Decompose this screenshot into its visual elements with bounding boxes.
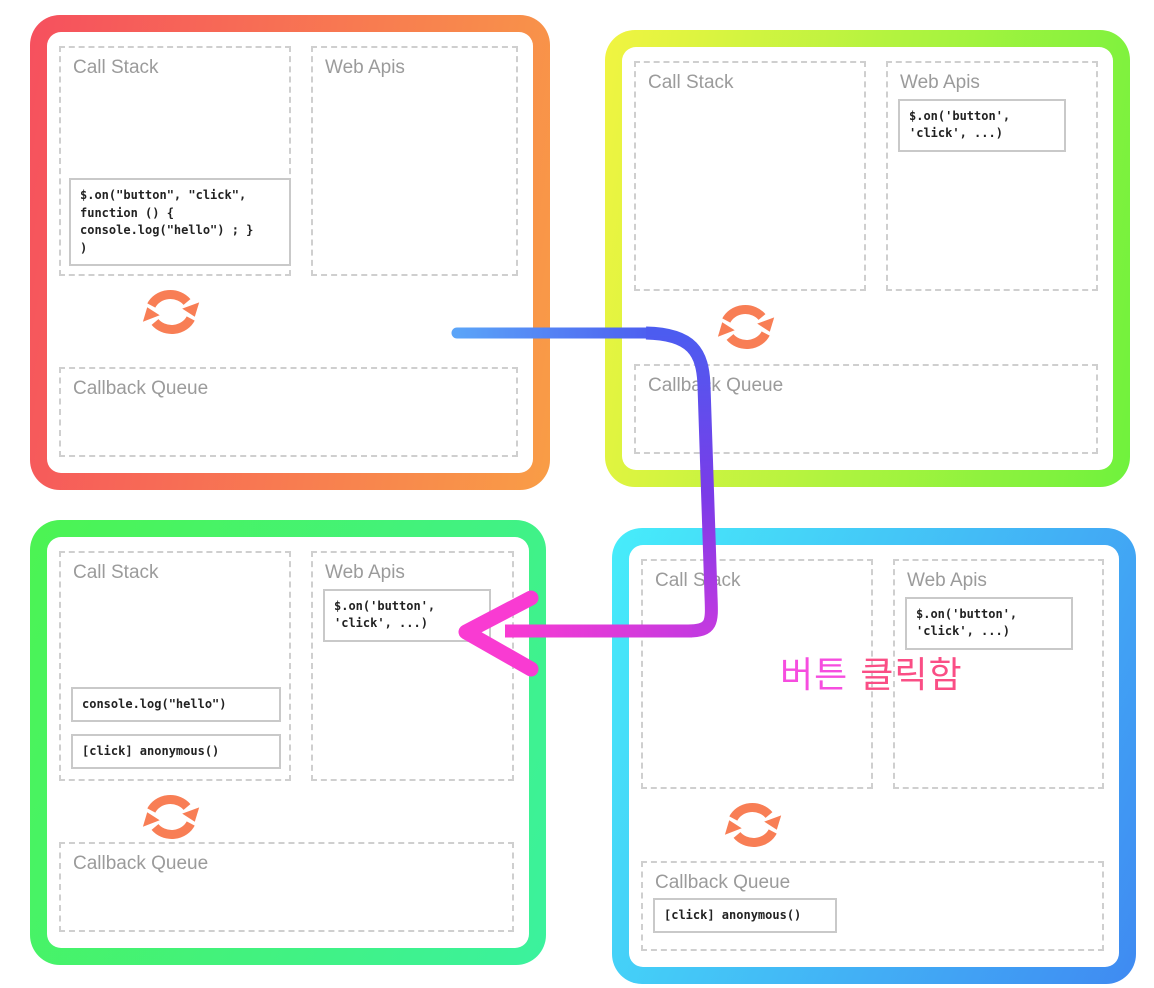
code-snippet-web-api: $.on('button', 'click', ...)	[905, 596, 1073, 650]
code-snippet-event-binding: $.on("button", "click", function () { co…	[69, 178, 291, 266]
web-apis-label: Web Apis	[900, 72, 980, 93]
web-apis-box: Web Apis	[311, 46, 518, 276]
annotation-word-2: 클릭함	[860, 654, 963, 695]
code-snippet-web-api: $.on('button', 'click', ...)	[323, 588, 491, 642]
web-apis-label: Web Apis	[325, 57, 405, 78]
web-apis-box: Web Apis $.on('button', 'click', ...)	[311, 551, 514, 781]
callback-queue-label: Callback Queue	[73, 378, 209, 399]
call-stack-box: Call Stack	[634, 61, 866, 291]
panel-step-3: Call Stack console.log("hello") [click] …	[30, 520, 546, 965]
callback-queue-label: Callback Queue	[655, 872, 791, 893]
code-snippet-click-anonymous: [click] anonymous()	[71, 734, 281, 770]
code-snippet-web-api: $.on('button', 'click', ...)	[898, 98, 1066, 152]
panel-step-1-inner: Call Stack $.on("button", "click", funct…	[47, 32, 533, 473]
event-loop-icon	[717, 305, 775, 349]
callback-queue-label: Callback Queue	[73, 853, 209, 874]
event-loop-icon	[724, 803, 782, 847]
panel-step-2-inner: Call Stack Web Apis $.on('button', 'clic…	[622, 47, 1113, 470]
call-stack-box: Call Stack $.on("button", "click", funct…	[59, 46, 291, 276]
callback-queue-box: Callback Queue	[634, 364, 1098, 454]
code-snippet-click-anonymous: [click] anonymous()	[653, 897, 837, 934]
callback-queue-label: Callback Queue	[648, 375, 784, 396]
call-stack-label: Call Stack	[655, 570, 741, 591]
event-loop-icon	[142, 290, 200, 334]
panel-step-3-inner: Call Stack console.log("hello") [click] …	[47, 537, 529, 948]
code-snippet-console-log: console.log("hello")	[71, 687, 281, 723]
callback-queue-box: Callback Queue [click] anonymous()	[641, 861, 1104, 951]
annotation-word-1: 버튼	[780, 654, 849, 695]
call-stack-label: Call Stack	[73, 562, 159, 583]
event-loop-icon	[142, 795, 200, 839]
panel-step-4: Call Stack Web Apis $.on('button', 'clic…	[612, 528, 1136, 984]
call-stack-label: Call Stack	[648, 72, 734, 93]
web-apis-label: Web Apis	[325, 562, 405, 583]
web-apis-label: Web Apis	[907, 570, 987, 591]
web-apis-box: Web Apis $.on('button', 'click', ...)	[893, 559, 1104, 789]
panel-step-1: Call Stack $.on("button", "click", funct…	[30, 15, 550, 490]
panel-step-4-inner: Call Stack Web Apis $.on('button', 'clic…	[629, 545, 1119, 967]
panel-step-2: Call Stack Web Apis $.on('button', 'clic…	[605, 30, 1130, 487]
call-stack-box: Call Stack console.log("hello") [click] …	[59, 551, 291, 781]
annotation-button-clicked: 버튼 클릭함	[780, 646, 963, 698]
callback-queue-box: Callback Queue	[59, 842, 514, 932]
callback-queue-box: Callback Queue	[59, 367, 518, 457]
call-stack-label: Call Stack	[73, 57, 159, 78]
web-apis-box: Web Apis $.on('button', 'click', ...)	[886, 61, 1098, 291]
